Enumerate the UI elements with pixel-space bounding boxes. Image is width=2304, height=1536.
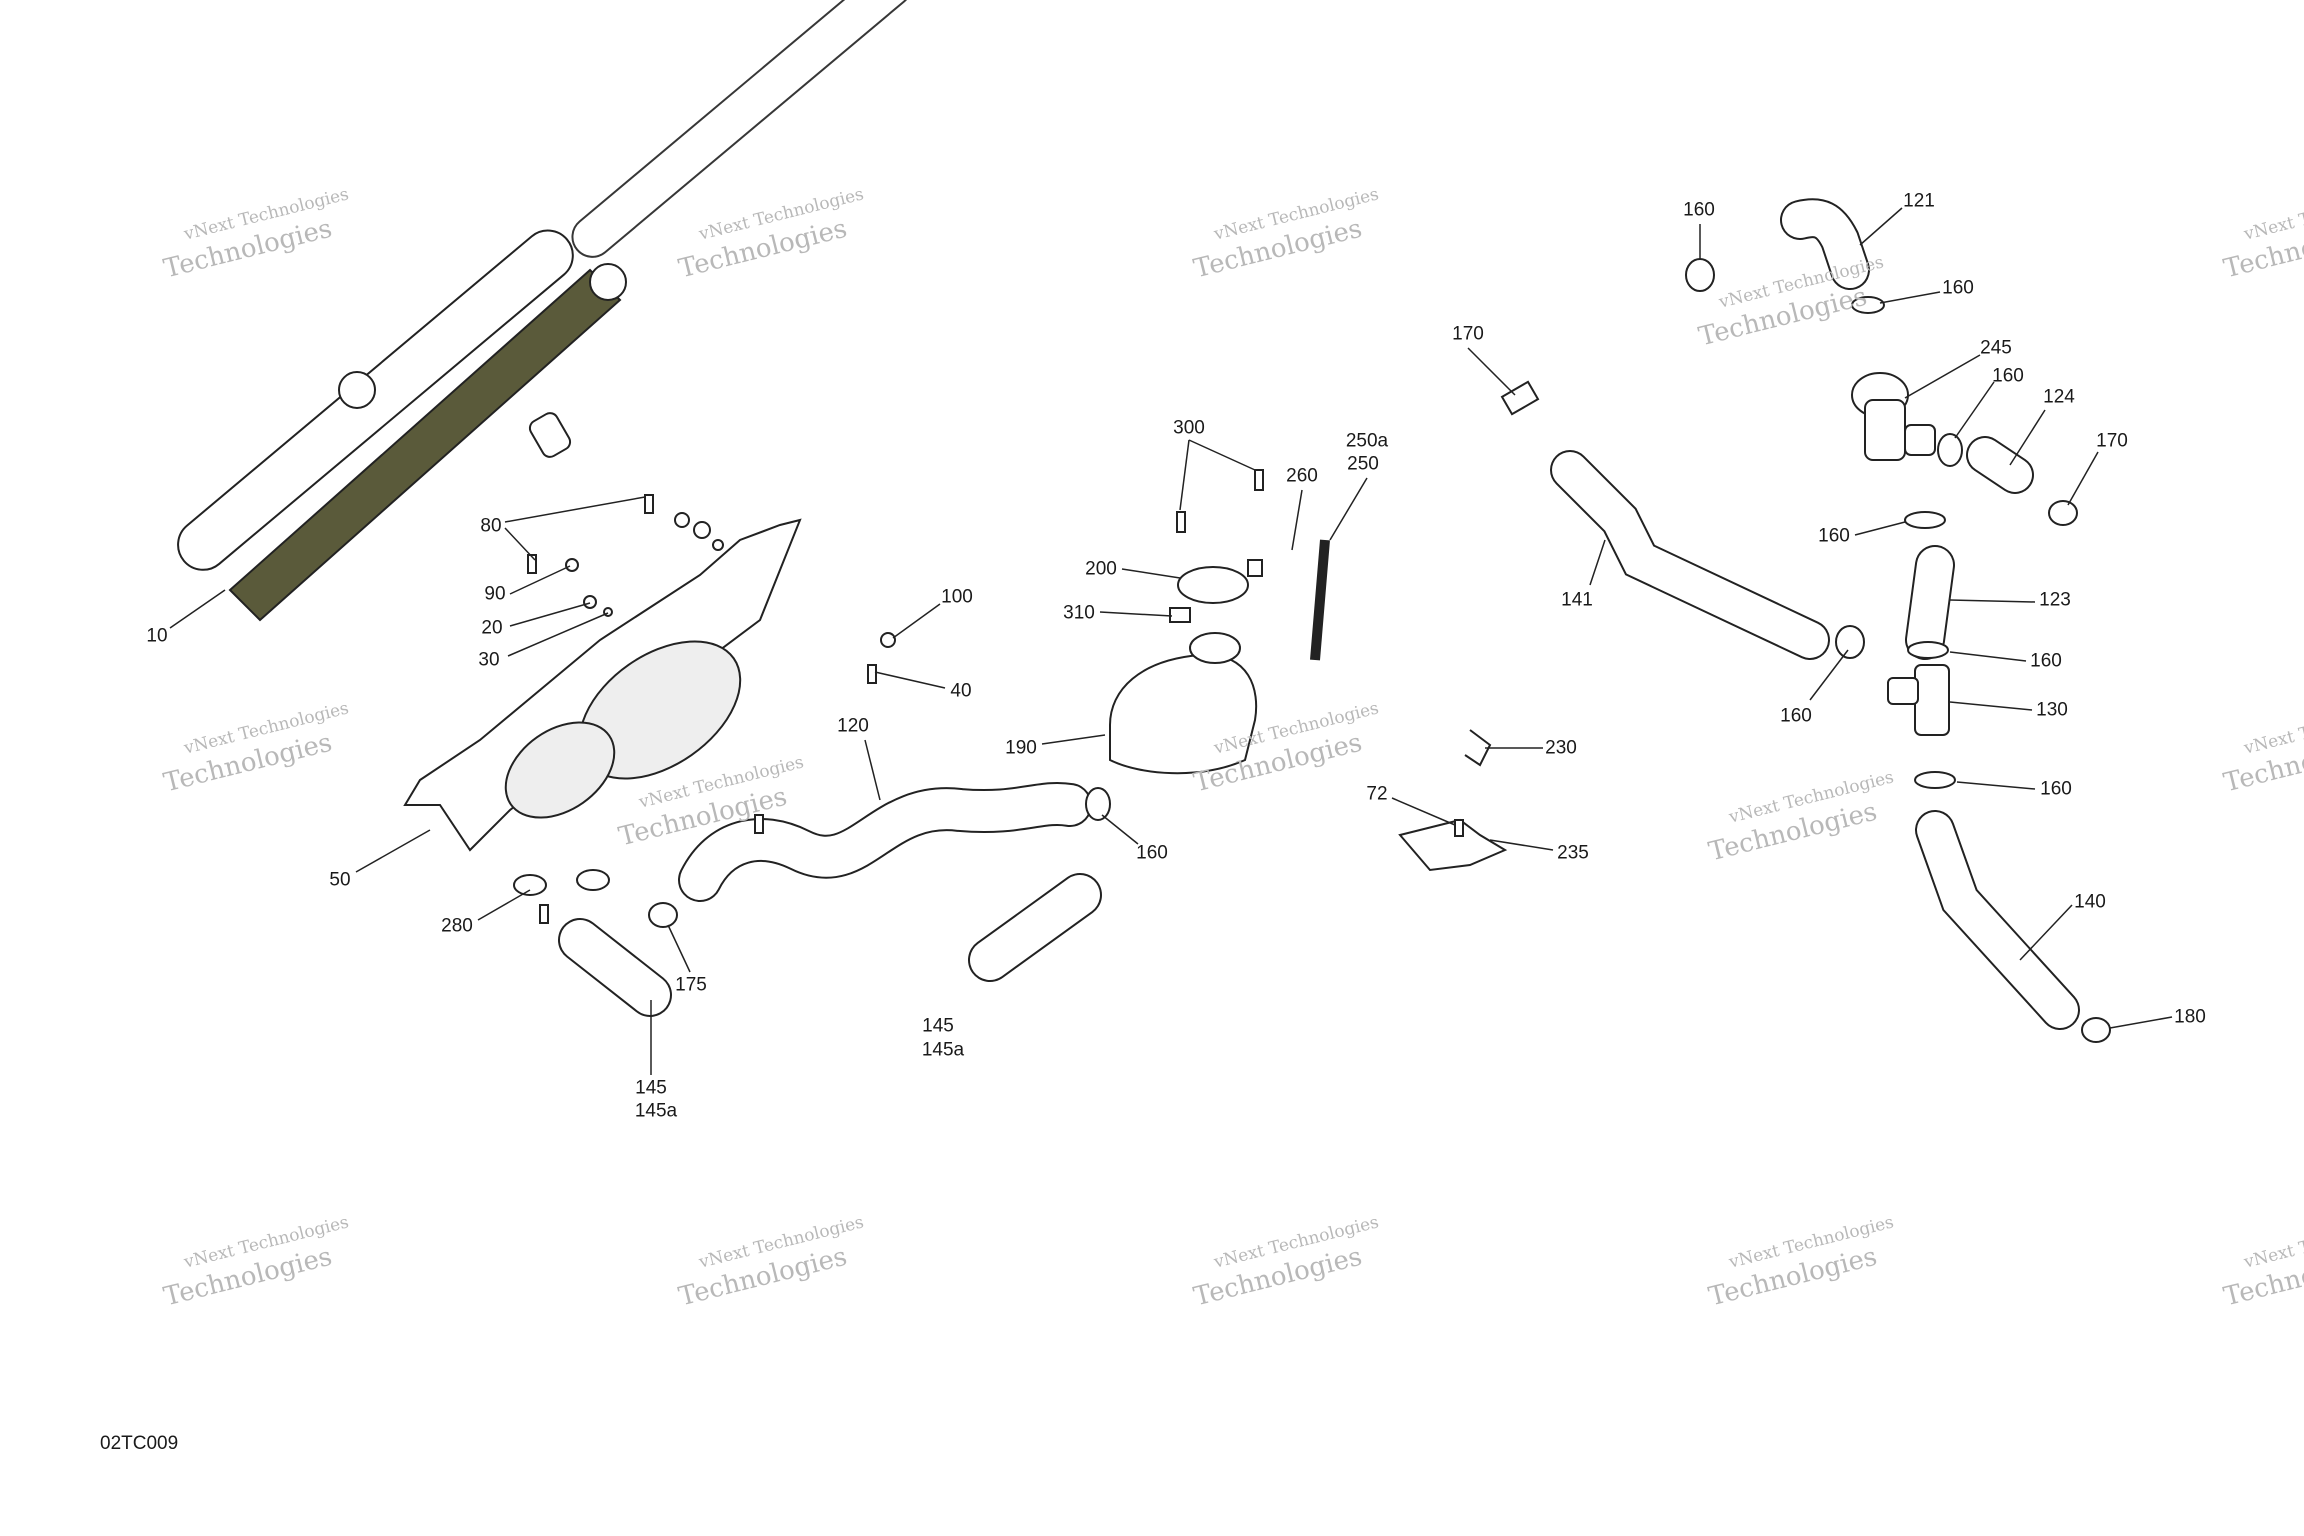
callout-label: 80 <box>480 515 502 537</box>
callout-label: 160 <box>1780 705 1812 727</box>
callout-label: 175 <box>675 974 707 996</box>
callout-label: 280 <box>441 915 473 937</box>
callout-label: 250a <box>1345 430 1389 452</box>
thermostat-housing-245 <box>1851 372 1936 461</box>
tee-130 <box>1887 664 1950 736</box>
clamps <box>513 258 2111 1043</box>
callout-label: 190 <box>1005 737 1037 759</box>
callout-label: 145 <box>635 1077 667 1099</box>
callout-label: 130 <box>2036 699 2068 721</box>
cap-200 <box>1177 566 1249 604</box>
callout-label: 160 <box>1136 842 1168 864</box>
callout-label: 160 <box>1683 199 1715 221</box>
callout-label: 145a <box>634 1100 678 1122</box>
fan-shroud <box>403 518 802 852</box>
callout-label: 160 <box>1992 365 2024 387</box>
callout-label: 200 <box>1085 558 1117 580</box>
callout-label: 160 <box>2030 650 2062 672</box>
callout-label: 245 <box>1980 337 2012 359</box>
callout-label: 300 <box>1173 417 1205 439</box>
callout-label: 160 <box>1942 277 1974 299</box>
callout-label: 10 <box>146 625 168 647</box>
callout-label: 141 <box>1561 589 1593 611</box>
bracket-235 <box>1398 818 1508 872</box>
callout-label: 170 <box>2096 430 2128 452</box>
callout-label: 250 <box>1347 453 1379 475</box>
callout-label: 90 <box>484 583 506 605</box>
clip-230 <box>1464 729 1492 767</box>
leader-lines <box>169 207 2173 1075</box>
callout-label: 160 <box>1818 525 1850 547</box>
callout-label: 170 <box>1452 323 1484 345</box>
radiator <box>177 0 913 622</box>
callout-label: 124 <box>2043 386 2075 408</box>
callout-label: 260 <box>1286 465 1318 487</box>
callout-label: 20 <box>481 617 503 639</box>
fasteners <box>527 469 1464 924</box>
callout-label: 140 <box>2074 891 2106 913</box>
callout-label: 120 <box>837 715 869 737</box>
callout-label: 50 <box>329 869 351 891</box>
callout-label: 160 <box>2040 778 2072 800</box>
callout-label: 235 <box>1557 842 1589 864</box>
callout-label: 40 <box>950 680 972 702</box>
callout-label: 145 <box>922 1015 954 1037</box>
callout-label: 230 <box>1545 737 1577 759</box>
callout-label: 100 <box>941 586 973 608</box>
callout-label: 123 <box>2039 589 2071 611</box>
callout-label: 121 <box>1903 190 1935 212</box>
callout-label: 180 <box>2174 1006 2206 1028</box>
expansion-tank-190 <box>1109 539 1330 775</box>
diagram-code: 02TC009 <box>100 1433 179 1454</box>
callout-label: 72 <box>1366 783 1388 805</box>
callout-label: 310 <box>1063 602 1095 624</box>
callout-label: 145a <box>921 1039 965 1061</box>
callout-label: 30 <box>478 649 500 671</box>
